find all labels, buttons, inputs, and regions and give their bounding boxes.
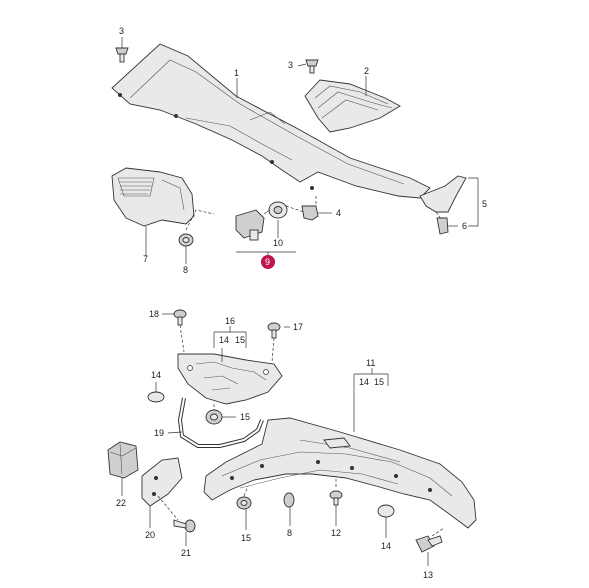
callout-11-ref-15: 15 bbox=[374, 377, 384, 387]
plug-part-14-a bbox=[147, 391, 165, 403]
callout-11: 11 bbox=[366, 358, 375, 368]
callout-13: 13 bbox=[423, 570, 433, 580]
cowl-part-11 bbox=[203, 417, 477, 529]
bracket-plate-part-16 bbox=[177, 353, 283, 405]
callout-7: 7 bbox=[143, 254, 148, 264]
grommet-part-8-a bbox=[178, 233, 194, 247]
callout-3-b: 3 bbox=[288, 60, 293, 70]
callout-10: 10 bbox=[273, 238, 283, 248]
screw-part-18 bbox=[173, 309, 187, 326]
grommet-part-15-a bbox=[205, 409, 223, 425]
callout-2: 2 bbox=[364, 66, 369, 76]
callout-3-a: 3 bbox=[119, 26, 124, 36]
callout-1: 1 bbox=[234, 68, 239, 78]
screw-part-3-b bbox=[305, 59, 319, 74]
block-part-22 bbox=[107, 441, 139, 479]
grommet-part-8-b bbox=[283, 492, 295, 508]
hose-part-19 bbox=[177, 397, 264, 448]
callout-16: 16 bbox=[225, 316, 235, 326]
callout-22: 22 bbox=[116, 498, 126, 508]
grommet-part-15-b bbox=[236, 496, 252, 510]
callout-9: 9 bbox=[265, 257, 270, 267]
callout-8-a: 8 bbox=[183, 265, 188, 275]
duct-part-7 bbox=[111, 167, 195, 227]
bracket-part-20 bbox=[141, 457, 183, 507]
screw-part-21 bbox=[173, 519, 196, 533]
screw-part-12 bbox=[329, 490, 343, 506]
callout-14-b: 14 bbox=[381, 541, 391, 551]
callout-21: 21 bbox=[181, 548, 191, 558]
plug-part-14-b bbox=[377, 504, 395, 518]
callout-18: 18 bbox=[149, 309, 159, 319]
callout-6: 6 bbox=[462, 221, 467, 231]
screw-part-13 bbox=[415, 535, 443, 553]
bracket-part-5 bbox=[419, 175, 467, 213]
callout-15-a: 15 bbox=[240, 412, 250, 422]
callout-11-ref-14: 14 bbox=[359, 377, 369, 387]
callout-4: 4 bbox=[336, 208, 341, 218]
grille-plate-part-2 bbox=[304, 79, 401, 133]
callout-16-ref-15: 15 bbox=[235, 335, 245, 345]
screw-part-17 bbox=[267, 322, 281, 339]
screw-part-3-a bbox=[115, 47, 129, 63]
callout-12: 12 bbox=[331, 528, 341, 538]
cowl-panel-part-1 bbox=[111, 43, 431, 199]
clip-part-6 bbox=[436, 217, 449, 235]
callout-20: 20 bbox=[145, 530, 155, 540]
callout-15-b: 15 bbox=[241, 533, 251, 543]
callout-19: 19 bbox=[154, 428, 164, 438]
callout-17: 17 bbox=[293, 322, 303, 332]
motor-part-10 bbox=[235, 201, 288, 241]
callout-5: 5 bbox=[482, 199, 487, 209]
callout-16-ref-14: 14 bbox=[219, 335, 229, 345]
highlight-marker bbox=[261, 255, 275, 269]
clip-part-4 bbox=[301, 205, 319, 221]
callout-14-a: 14 bbox=[151, 370, 161, 380]
callout-8-b: 8 bbox=[287, 528, 292, 538]
